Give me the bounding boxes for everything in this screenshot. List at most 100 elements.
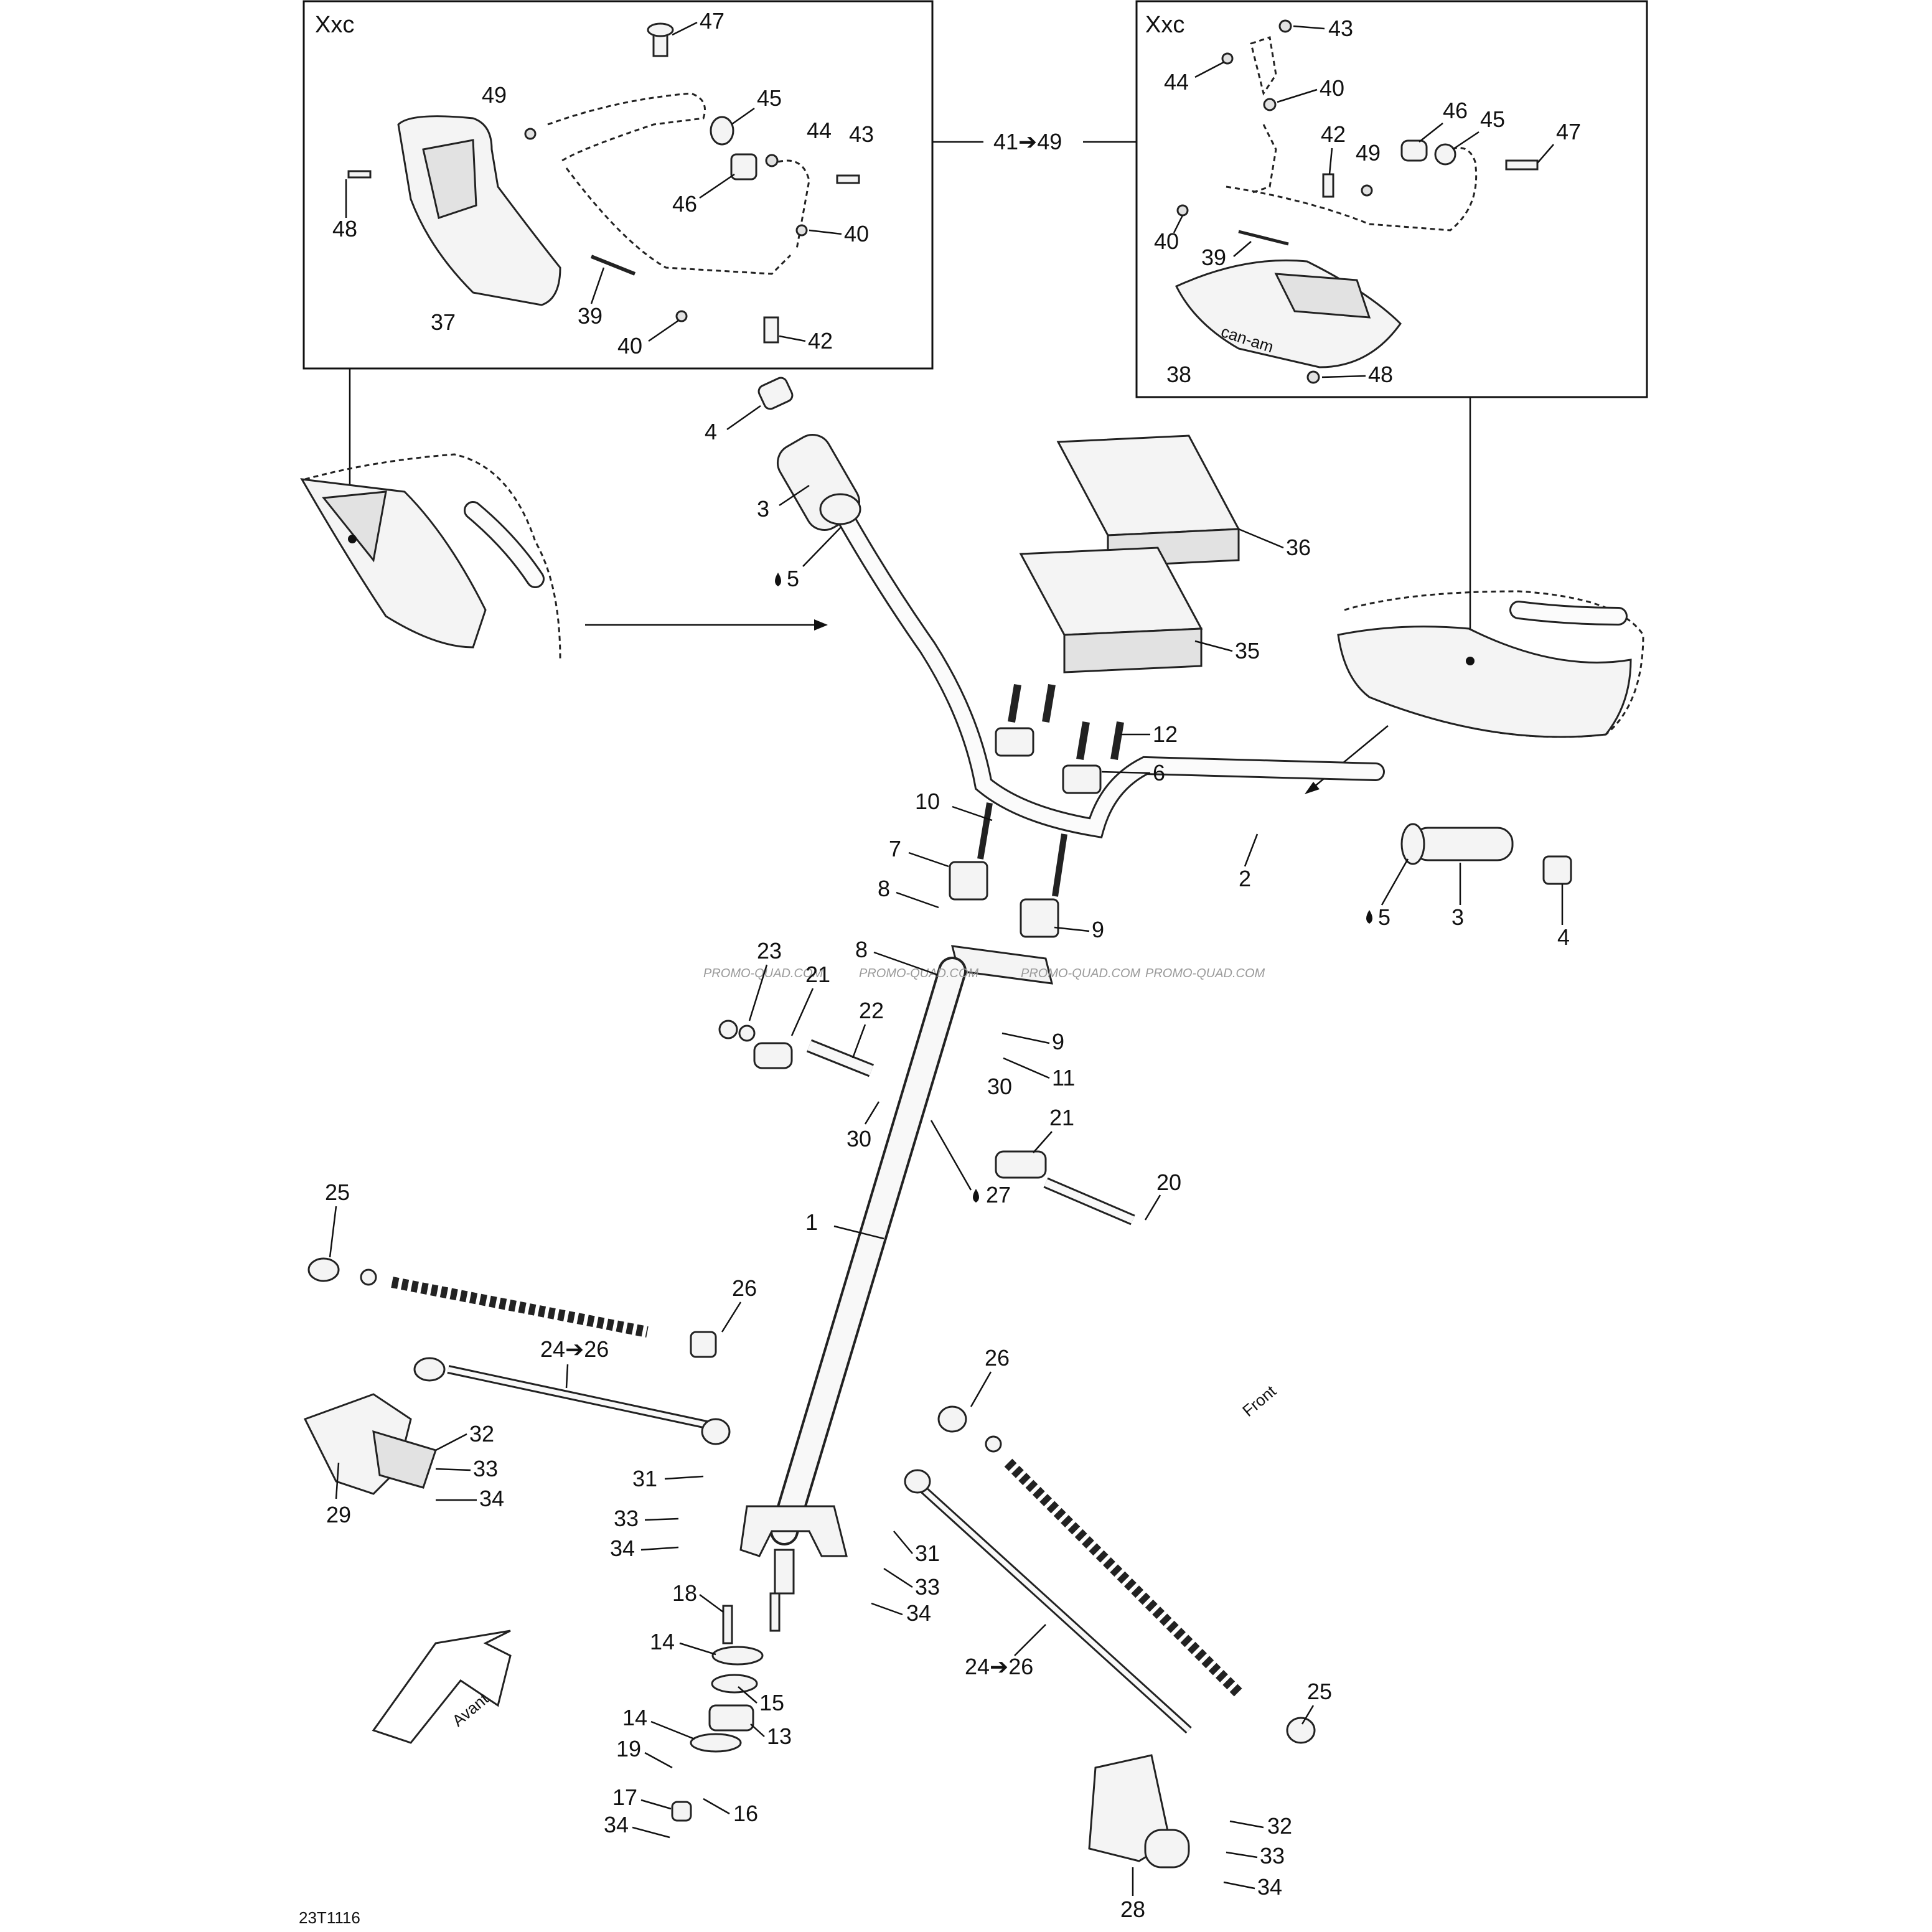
handguard-bar-right bbox=[1226, 147, 1478, 232]
bolt-48 bbox=[347, 170, 372, 179]
bolt-48-right bbox=[1306, 370, 1320, 384]
callout-15: 15 bbox=[759, 1690, 784, 1715]
callout-48-right: 48 bbox=[1368, 362, 1393, 387]
clamp-top-right bbox=[1250, 36, 1277, 96]
callout-4-right: 4 bbox=[1557, 924, 1570, 950]
callout-9a: 9 bbox=[1092, 917, 1104, 942]
handlebar-clamps bbox=[949, 684, 1124, 938]
callout-39-right: 39 bbox=[1201, 245, 1226, 270]
callout-6: 6 bbox=[1153, 760, 1165, 785]
callout-26-left: 26 bbox=[732, 1275, 757, 1301]
callout-16: 16 bbox=[733, 1801, 758, 1826]
nut-40-lower bbox=[675, 310, 688, 322]
handguard-clamp-left bbox=[777, 159, 810, 250]
callout-8b: 8 bbox=[855, 937, 868, 962]
callout-4-left: 4 bbox=[705, 419, 717, 444]
callout-40a: 40 bbox=[844, 221, 869, 246]
callout-42-right: 42 bbox=[1321, 121, 1346, 147]
callout-24-26-left: 24➔26 bbox=[540, 1336, 609, 1362]
callout-11: 11 bbox=[1052, 1065, 1075, 1090]
callout-25-left: 25 bbox=[325, 1179, 350, 1205]
watermark-4: PROMO-QUAD.COM bbox=[1145, 967, 1265, 980]
callout-19: 19 bbox=[616, 1736, 641, 1761]
watermark-2: PROMO-QUAD.COM bbox=[859, 967, 979, 980]
callout-43: 43 bbox=[849, 121, 874, 147]
pivot-hardware bbox=[718, 1020, 1135, 1226]
callout-41-49: 41➔49 bbox=[993, 129, 1062, 154]
callout-3-right: 3 bbox=[1451, 904, 1464, 930]
callout-34-right-mid: 34 bbox=[906, 1600, 931, 1626]
callout-34-center: 34 bbox=[610, 1536, 635, 1561]
nut-40b-right bbox=[1176, 204, 1189, 217]
tie-rod-lower-left bbox=[413, 1357, 731, 1445]
bolt-43-right bbox=[1278, 19, 1292, 33]
pad-36 bbox=[1056, 434, 1240, 568]
callout-23: 23 bbox=[757, 938, 782, 964]
left-inset-title: Xxc bbox=[315, 12, 354, 38]
callout-49-right: 49 bbox=[1356, 140, 1381, 166]
handguard-shield-left bbox=[397, 115, 561, 306]
callout-44-right: 44 bbox=[1164, 69, 1189, 95]
nut-49 bbox=[524, 128, 537, 140]
handguard-window-left bbox=[422, 139, 477, 219]
bolt-43 bbox=[836, 174, 860, 184]
bolt-42-right bbox=[1322, 173, 1334, 198]
callout-8a: 8 bbox=[878, 876, 890, 901]
callout-44: 44 bbox=[807, 118, 832, 143]
handlebar bbox=[837, 510, 1385, 838]
nut-49-right bbox=[1361, 184, 1373, 197]
bearing-stack bbox=[671, 1592, 781, 1822]
watermark-1: PROMO-QUAD.COM bbox=[703, 967, 823, 980]
tie-rod-right-lower bbox=[904, 1469, 1192, 1734]
callout-34-left: 34 bbox=[479, 1486, 504, 1511]
callout-7: 7 bbox=[889, 836, 901, 861]
nut-40-upper bbox=[795, 224, 808, 237]
knuckle-left bbox=[303, 1393, 437, 1495]
front-label: Front bbox=[1239, 1381, 1280, 1420]
steering-column bbox=[739, 945, 1053, 1595]
callout-21b: 21 bbox=[1049, 1105, 1074, 1130]
callout-46-right: 46 bbox=[1443, 98, 1468, 123]
right-inset-title: Xxc bbox=[1145, 12, 1184, 38]
pad-35 bbox=[1019, 546, 1203, 673]
bushing-46-right bbox=[1400, 139, 1428, 162]
callout-29: 29 bbox=[326, 1502, 351, 1527]
pin-39-right bbox=[1238, 230, 1289, 246]
handguard-bar-lower bbox=[565, 167, 792, 275]
tie-rod-right-upper bbox=[937, 1405, 1316, 1744]
callout-43-right: 43 bbox=[1328, 16, 1353, 41]
handguard-assembled-right bbox=[1337, 590, 1644, 738]
callout-26-right: 26 bbox=[985, 1345, 1010, 1371]
callout-33-right: 33 bbox=[1260, 1843, 1285, 1869]
callout-32-left: 32 bbox=[469, 1421, 494, 1447]
grip-left bbox=[777, 434, 861, 531]
callout-5-left: 5 bbox=[787, 566, 799, 591]
callout-1: 1 bbox=[805, 1209, 818, 1235]
callout-24-26-right: 24➔26 bbox=[965, 1654, 1033, 1679]
callout-31-left: 31 bbox=[632, 1466, 657, 1491]
handguard-assembled-left bbox=[300, 453, 561, 660]
callout-30b: 30 bbox=[846, 1126, 871, 1151]
callout-9b: 9 bbox=[1052, 1029, 1064, 1054]
callout-22: 22 bbox=[859, 998, 884, 1023]
nut-40-right bbox=[1263, 98, 1277, 111]
spacer-45 bbox=[710, 116, 734, 146]
oil-drop-icon-right bbox=[1366, 910, 1372, 924]
callout-35: 35 bbox=[1235, 638, 1260, 664]
callout-47-right: 47 bbox=[1556, 119, 1581, 144]
callout-40b-right: 40 bbox=[1154, 228, 1179, 254]
callout-34-right: 34 bbox=[1257, 1874, 1282, 1900]
callout-17: 17 bbox=[612, 1784, 637, 1810]
callout-46: 46 bbox=[672, 191, 697, 217]
callout-2: 2 bbox=[1239, 866, 1251, 891]
callout-28: 28 bbox=[1120, 1897, 1145, 1922]
callout-45-right: 45 bbox=[1480, 106, 1505, 132]
callout-37: 37 bbox=[431, 309, 456, 335]
callout-36: 36 bbox=[1286, 535, 1311, 560]
callout-40-right: 40 bbox=[1320, 75, 1344, 101]
left-inset: Xxc 47 49 45 44 43 46 40 48 bbox=[302, 0, 934, 370]
callout-48: 48 bbox=[332, 216, 357, 242]
callout-31-right: 31 bbox=[915, 1540, 940, 1566]
callout-42: 42 bbox=[808, 328, 833, 354]
